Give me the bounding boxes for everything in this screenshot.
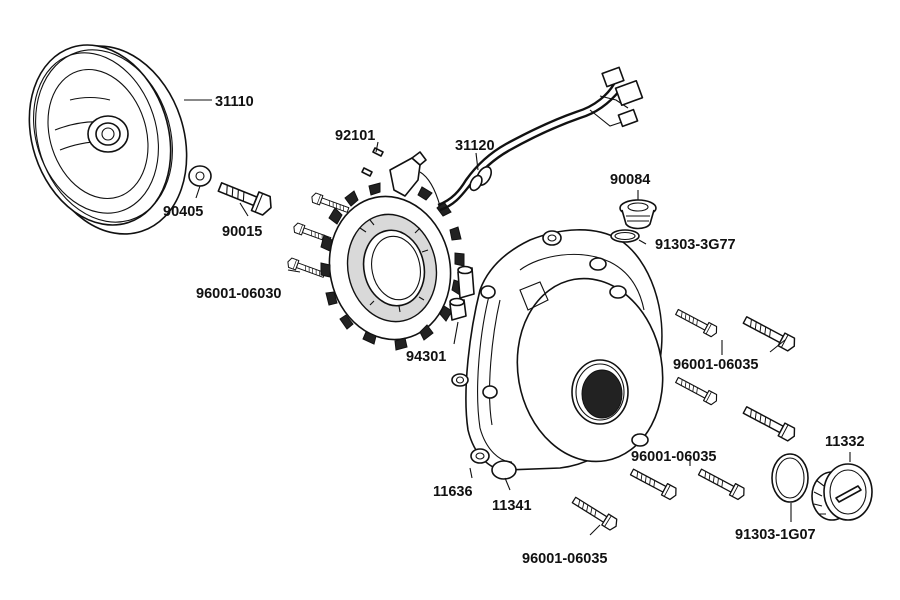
cover-bolt-2	[740, 312, 799, 354]
timing-plug-oring	[610, 229, 640, 243]
label-31110: 31110	[215, 94, 254, 110]
label-11341: 11341	[492, 498, 532, 514]
label-96001-06030: 96001-06030	[196, 286, 281, 302]
label-94301: 94301	[406, 349, 446, 365]
label-11636: 11636	[433, 484, 473, 500]
dowel-pins	[449, 265, 475, 321]
cover-bolt-5	[628, 465, 680, 502]
washer	[188, 165, 212, 187]
label-91303-1G07: 91303-1G07	[735, 527, 816, 543]
label-11332: 11332	[825, 434, 865, 450]
label-96001-06035-lower: 96001-06035	[522, 551, 607, 567]
label-96001-06035-middle: 96001-06035	[631, 449, 716, 465]
stator-bolt-3	[285, 256, 327, 281]
cover-bolt-7	[569, 493, 621, 533]
label-90084: 90084	[610, 172, 650, 188]
cap	[811, 463, 873, 521]
stator-bolt-1	[309, 191, 351, 216]
pickup-coil	[389, 151, 441, 207]
flywheel-rotor	[28, 44, 188, 235]
pickup-screw	[361, 147, 384, 177]
cover-bolt-4	[740, 402, 799, 444]
wire-harness	[437, 66, 644, 212]
label-91303-3G77: 91303-3G77	[655, 237, 736, 253]
label-90015: 90015	[222, 224, 262, 240]
cover-bolt-1	[673, 306, 720, 339]
label-92101: 92101	[335, 128, 375, 144]
generator-cover	[451, 229, 664, 480]
part-labels: 31110 90405 90015 92101 31120 96001-0603…	[163, 94, 865, 567]
leader-lines	[184, 99, 851, 536]
cover-bolt-6	[696, 465, 748, 502]
cap-oring	[771, 453, 809, 503]
timing-plug	[619, 199, 657, 230]
label-31120: 31120	[455, 138, 495, 154]
label-90405: 90405	[163, 204, 203, 220]
label-96001-06035-upper: 96001-06035	[673, 357, 758, 373]
cover-bolt-3	[673, 374, 720, 407]
flywheel-bolt	[217, 182, 272, 216]
